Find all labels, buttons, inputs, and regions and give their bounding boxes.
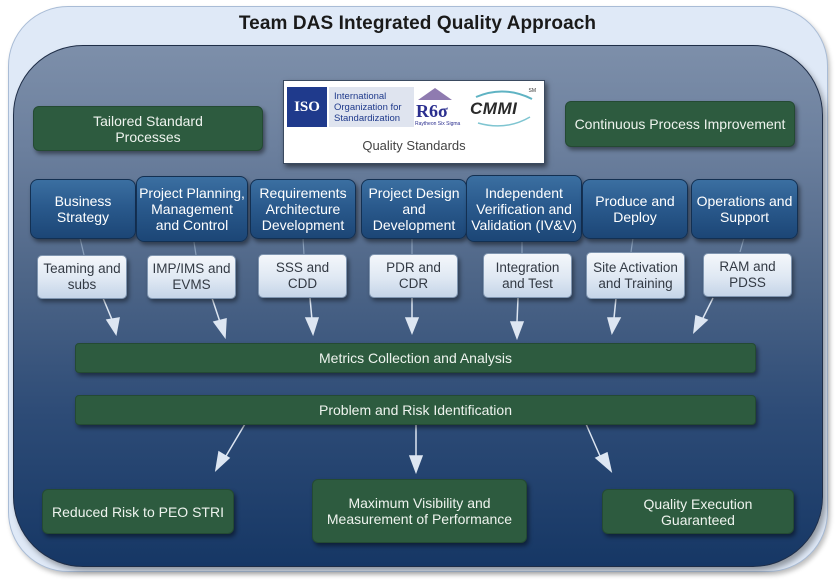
phase-business-strategy: Business Strategy — [30, 179, 136, 239]
cmmi-logo: CMMI SM — [470, 87, 538, 127]
metrics-collection-bar: Metrics Collection and Analysis — [75, 343, 756, 373]
activity-pdr-cdr: PDR and CDR — [369, 254, 458, 298]
activity-teaming: Teaming and subs — [37, 255, 127, 299]
outcome-reduced-risk: Reduced Risk to PEO STRI — [42, 489, 234, 534]
quality-standards-label: Quality Standards — [362, 138, 466, 153]
activity-imp-ims: IMP/IMS and EVMS — [147, 255, 236, 299]
outcome-quality-execution: Quality Execution Guaranteed — [602, 489, 794, 534]
r6-triangle-icon — [418, 88, 452, 100]
iso-logo: ISO — [287, 87, 327, 127]
phase-produce-deploy: Produce and Deploy — [582, 179, 688, 239]
phase-requirements: Requirements Architecture Development — [250, 179, 356, 239]
problem-risk-bar: Problem and Risk Identification — [75, 395, 756, 425]
phase-operations-support: Operations and Support — [691, 179, 798, 239]
activity-integration-test: Integration and Test — [483, 253, 572, 298]
cmmi-swoosh-icon — [475, 90, 533, 127]
iso-name: International Organization for Standardi… — [329, 87, 414, 127]
tailored-standard-processes-box: Tailored Standard Processes — [33, 106, 263, 151]
phase-project-design: Project Design and Development — [361, 179, 467, 239]
raytheon-six-sigma-logo: R6σ Raytheon Six Sigma — [414, 87, 460, 129]
phase-ivv: Independent Verification and Validation … — [466, 175, 582, 242]
outcome-maximum-visibility: Maximum Visibility and Measurement of Pe… — [312, 479, 527, 543]
quality-standards-box: ISO International Organization for Stand… — [283, 80, 545, 164]
continuous-process-improvement-box: Continuous Process Improvement — [565, 101, 795, 147]
activity-ram-pdss: RAM and PDSS — [703, 253, 792, 297]
activity-sss-cdd: SSS and CDD — [258, 254, 347, 298]
diagram-title: Team DAS Integrated Quality Approach — [238, 13, 597, 34]
phase-project-planning: Project Planning, Management and Control — [136, 176, 248, 242]
activity-site-activation: Site Activation and Training — [586, 252, 685, 299]
